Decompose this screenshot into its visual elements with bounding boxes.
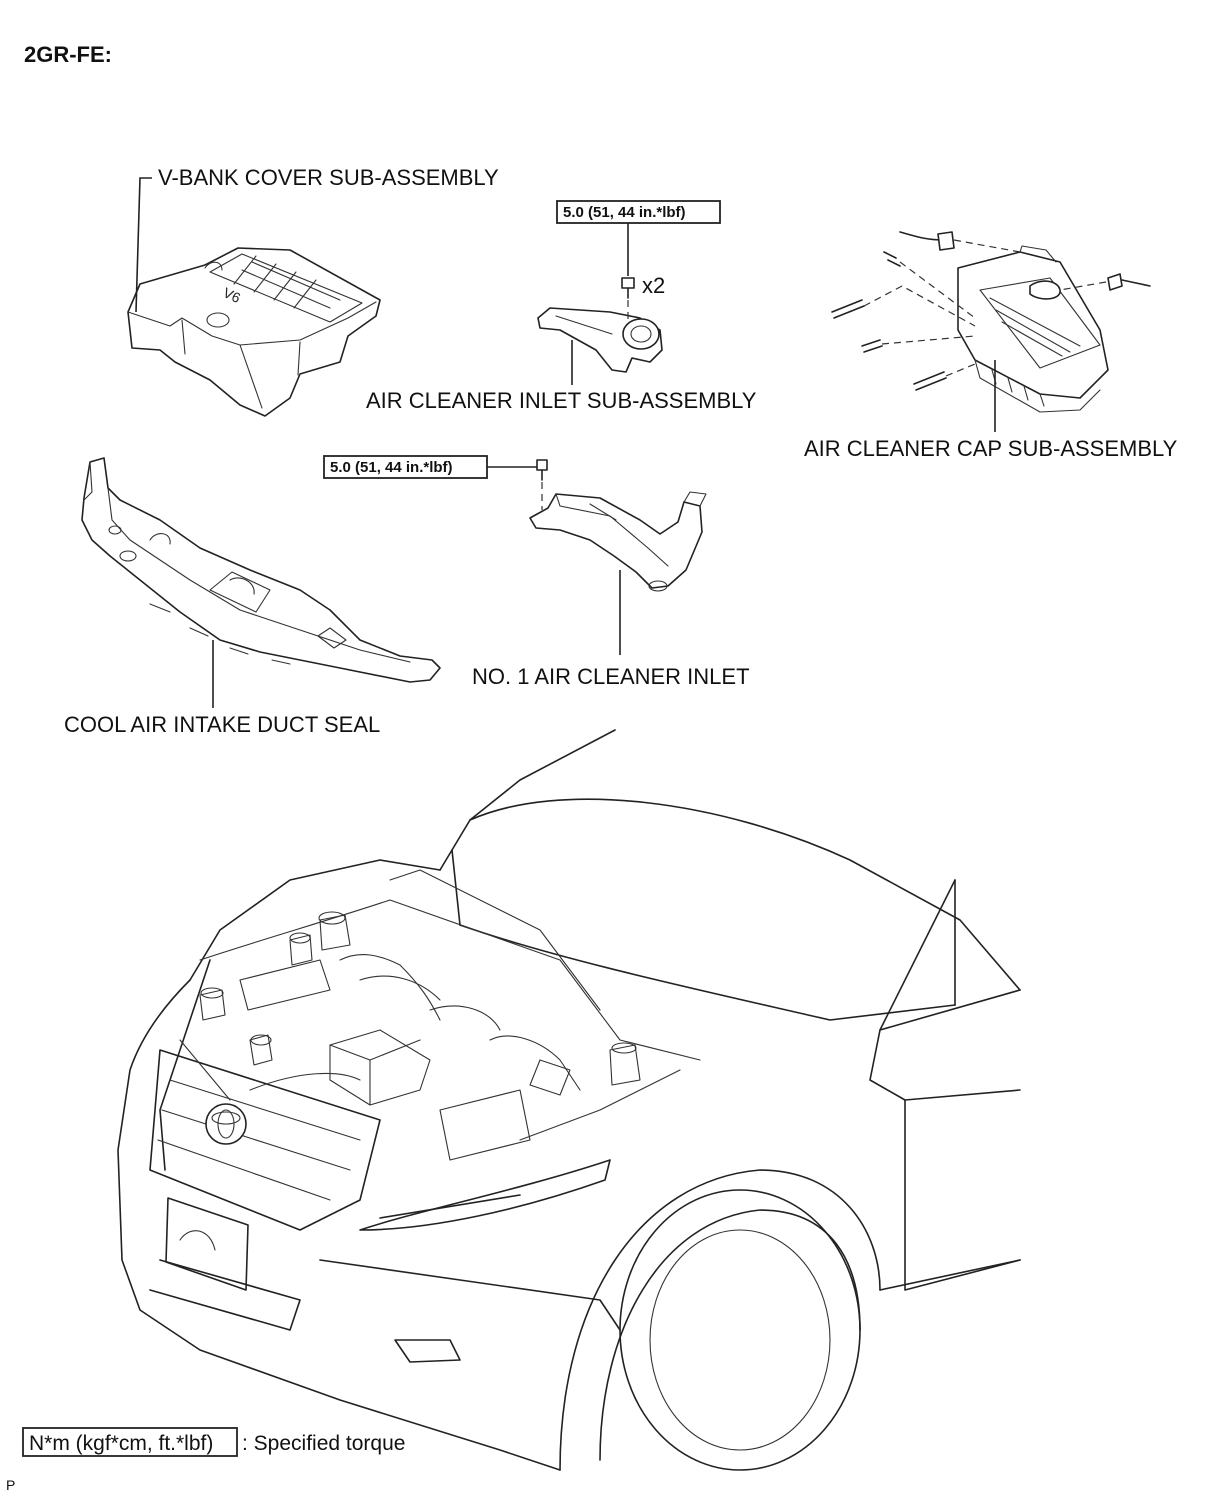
torque-spec-no1-inlet: 5.0 (51, 44 in.*lbf) [330,459,453,476]
air-cleaner-inlet-sub-illustration [537,300,663,373]
legend-box-text: N*m (kgf*cm, ft.*lbf) [29,1432,213,1455]
no1-air-cleaner-inlet-illustration [529,482,707,592]
air-cleaner-cap-illustration [831,231,1151,413]
svg-text:V6: V6 [221,284,243,306]
air-cleaner-cap-label: AIR CLEANER CAP SUB-ASSEMBLY [804,436,1178,461]
legend-description: : Specified torque [242,1432,405,1455]
engine-code-title: 2GR-FE: [24,42,112,67]
v-bank-cover-illustration: V6 [127,247,381,417]
legend-torque-box [22,1427,238,1457]
air-cleaner-inlet-sub-label: AIR CLEANER INLET SUB-ASSEMBLY [366,388,757,413]
no1-air-cleaner-inlet-label: NO. 1 AIR CLEANER INLET [472,664,750,689]
bolt-icon [621,277,635,299]
v-bank-cover-leader [135,177,152,313]
cool-air-intake-seal-label: COOL AIR INTAKE DUCT SEAL [64,712,380,737]
v-bank-cover-label: V-BANK COVER SUB-ASSEMBLY [158,165,499,190]
no1-inlet-bolt-icon [536,459,548,481]
cool-air-intake-duct-seal-illustration [81,457,441,683]
torque-box-inlet-sub [556,200,721,224]
footer-mark: P [6,1477,15,1493]
bolt-count: x2 [642,273,665,298]
vehicle-front-illustration [117,729,1021,1471]
torque-spec-inlet-sub: 5.0 (51, 44 in.*lbf) [563,204,686,221]
